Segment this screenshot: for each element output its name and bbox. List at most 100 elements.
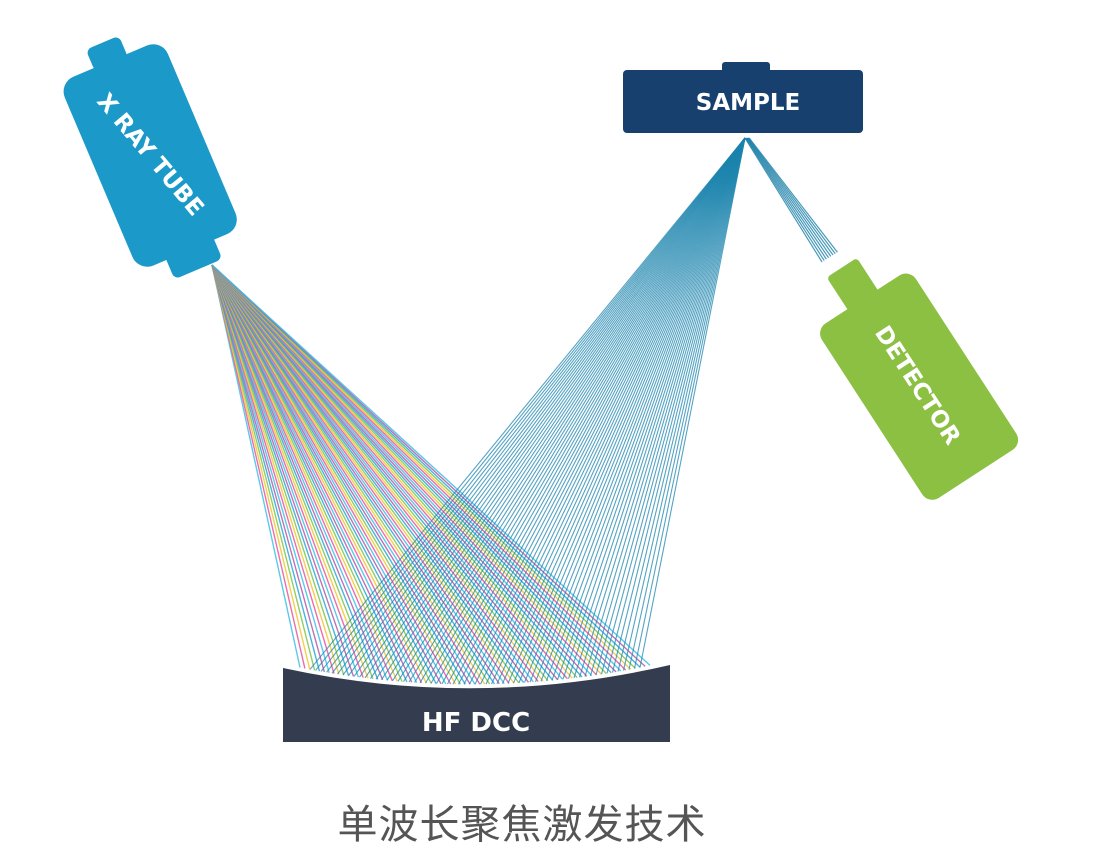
beam-ray	[562, 137, 746, 680]
beam-ray	[534, 137, 746, 682]
beam-ray	[326, 137, 746, 673]
beam-ray	[375, 137, 746, 680]
beam-ray	[211, 264, 316, 671]
beam-ray	[315, 137, 746, 671]
beam-ray	[211, 264, 408, 683]
beam-ray	[211, 264, 364, 678]
beam-ray	[211, 264, 325, 673]
beam-ray	[211, 264, 350, 676]
beam-ray	[745, 137, 825, 261]
beam-ray	[491, 137, 746, 685]
beam-ray	[211, 264, 321, 672]
beam-ray	[745, 137, 827, 260]
beam-ray	[556, 137, 746, 680]
beam-ray	[600, 137, 746, 675]
beam-ray	[611, 137, 746, 673]
beam-ray	[469, 137, 746, 685]
beam-ray	[639, 137, 746, 668]
focused-beam-fan	[309, 137, 746, 685]
beam-ray	[747, 137, 834, 256]
beam-ray	[567, 137, 746, 679]
beam-ray	[463, 137, 746, 685]
beam-ray	[485, 137, 746, 685]
beam-ray	[436, 137, 746, 684]
beam-ray	[458, 137, 746, 685]
beam-ray	[496, 137, 746, 685]
beam-ray	[211, 264, 359, 678]
beam-ray	[211, 264, 369, 679]
beam-ray	[211, 264, 301, 668]
fluorescence-beam	[744, 137, 838, 263]
beam-ray	[211, 264, 403, 682]
beam-ray	[211, 264, 335, 674]
beam-ray	[633, 137, 746, 669]
beam-ray	[364, 137, 746, 679]
beam-ray	[359, 137, 746, 678]
beam-ray	[211, 264, 418, 683]
beam-ray	[518, 137, 746, 684]
diagram-caption: 单波长聚焦激发技术	[337, 802, 707, 848]
beam-ray	[211, 264, 394, 682]
beam-ray	[320, 137, 746, 672]
beam-ray	[606, 137, 746, 674]
beam-ray	[589, 137, 746, 676]
beam-ray	[403, 137, 746, 683]
beam-ray	[381, 137, 746, 681]
beam-ray	[622, 137, 746, 671]
beam-ray	[353, 137, 746, 677]
beam-ray	[386, 137, 746, 681]
beam-ray	[211, 264, 423, 684]
beam-ray	[595, 137, 746, 676]
beam-ray	[309, 137, 746, 670]
beam-ray	[744, 137, 823, 263]
beam-ray	[211, 264, 311, 670]
beam-ray	[425, 137, 746, 684]
beam-ray	[584, 137, 746, 677]
beam-ray	[211, 264, 340, 675]
beam-ray	[211, 264, 379, 680]
beam-ray	[748, 137, 838, 253]
beam-ray	[507, 137, 746, 684]
beam-ray	[211, 264, 374, 680]
xray-tube: X RAY TUBE	[63, 37, 237, 278]
beam-ray	[211, 264, 355, 677]
beam-ray	[617, 137, 746, 672]
beam-ray	[545, 137, 746, 682]
beam-ray	[211, 264, 384, 681]
beam-ray	[523, 137, 746, 683]
beam-ray	[746, 137, 830, 259]
beam-ray	[211, 264, 345, 676]
beam-ray	[370, 137, 746, 679]
beam-ray	[529, 137, 746, 683]
beam-ray	[746, 137, 832, 257]
beam-ray	[348, 137, 746, 677]
beam-ray	[540, 137, 746, 682]
beam-ray	[414, 137, 746, 683]
beam-ray	[211, 264, 330, 673]
beam-ray	[578, 137, 746, 678]
sample-label: SAMPLE	[696, 90, 800, 116]
beam-ray	[512, 137, 746, 684]
beam-ray	[397, 137, 746, 682]
beam-ray	[211, 264, 306, 669]
beam-ray	[430, 137, 746, 684]
beam-ray	[447, 137, 746, 685]
beam-ray	[419, 137, 746, 684]
beam-ray	[551, 137, 746, 681]
beam-ray	[480, 137, 746, 685]
beam-ray	[441, 137, 746, 685]
beam-ray	[501, 137, 746, 684]
hf-dcc-optic: HF DCC	[283, 665, 670, 742]
beam-ray	[392, 137, 746, 682]
sample: SAMPLE	[623, 62, 863, 133]
beam-ray	[408, 137, 746, 683]
beam-ray	[337, 137, 746, 675]
beam-ray	[331, 137, 746, 674]
beam-ray	[628, 137, 746, 670]
beam-ray	[748, 137, 836, 254]
optic-label: HF DCC	[422, 708, 530, 738]
beam-ray	[573, 137, 746, 679]
beam-ray	[211, 264, 398, 682]
detector: DETECTOR	[820, 259, 1019, 500]
